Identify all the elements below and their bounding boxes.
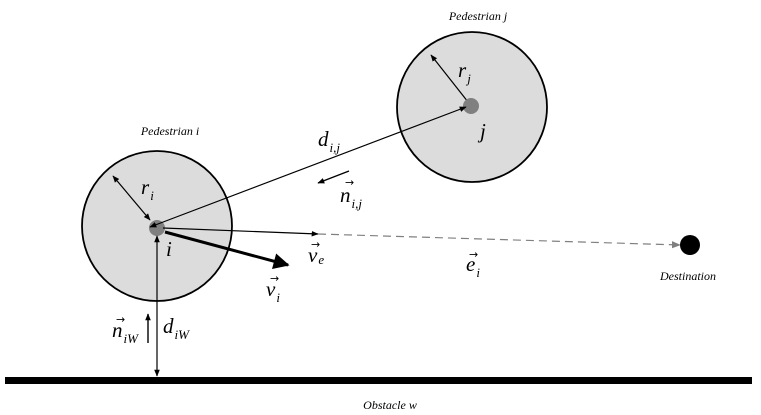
destination-direction-line xyxy=(317,233,681,249)
radius-j-label: rj xyxy=(458,58,471,86)
distance-iw-label: diW xyxy=(163,314,190,342)
normal-iw-overarrow: → xyxy=(116,313,125,326)
normal-ij-arrow xyxy=(317,170,350,184)
actual-velocity-arrow xyxy=(164,230,290,269)
direction-e-overarrow: → xyxy=(469,248,478,261)
distance-ij-arrow xyxy=(149,106,467,228)
velocity-e-label: ve xyxy=(308,243,324,267)
pedestrian-j-center-dot xyxy=(463,98,479,114)
desired-velocity-arrow xyxy=(162,227,319,237)
radius-i-arrow xyxy=(112,175,151,221)
obstacle-caption: Obstacle w xyxy=(363,398,417,412)
pedestrian-j-center-label: j xyxy=(477,119,486,143)
normal-ij-overarrow: → xyxy=(345,176,354,189)
velocity-i-label: vi xyxy=(266,277,280,305)
radius-j-arrow xyxy=(430,54,473,108)
destination-caption: Destination xyxy=(659,269,716,283)
distance-ij-label: di,j xyxy=(318,127,340,155)
velocity-e-overarrow: → xyxy=(311,238,320,251)
destination-dot xyxy=(680,235,700,255)
obstacle-wall xyxy=(5,377,752,384)
normal-ij-label: ni,j xyxy=(340,183,362,211)
pedestrian-j-caption: Pedestrian j xyxy=(448,9,508,23)
velocity-i-overarrow: → xyxy=(270,272,279,285)
pedestrian-i-center-label: i xyxy=(166,237,172,261)
normal-iw-label: niW xyxy=(112,318,139,346)
direction-e-label: ei xyxy=(466,252,480,280)
pedestrian-i-caption: Pedestrian i xyxy=(140,124,199,138)
